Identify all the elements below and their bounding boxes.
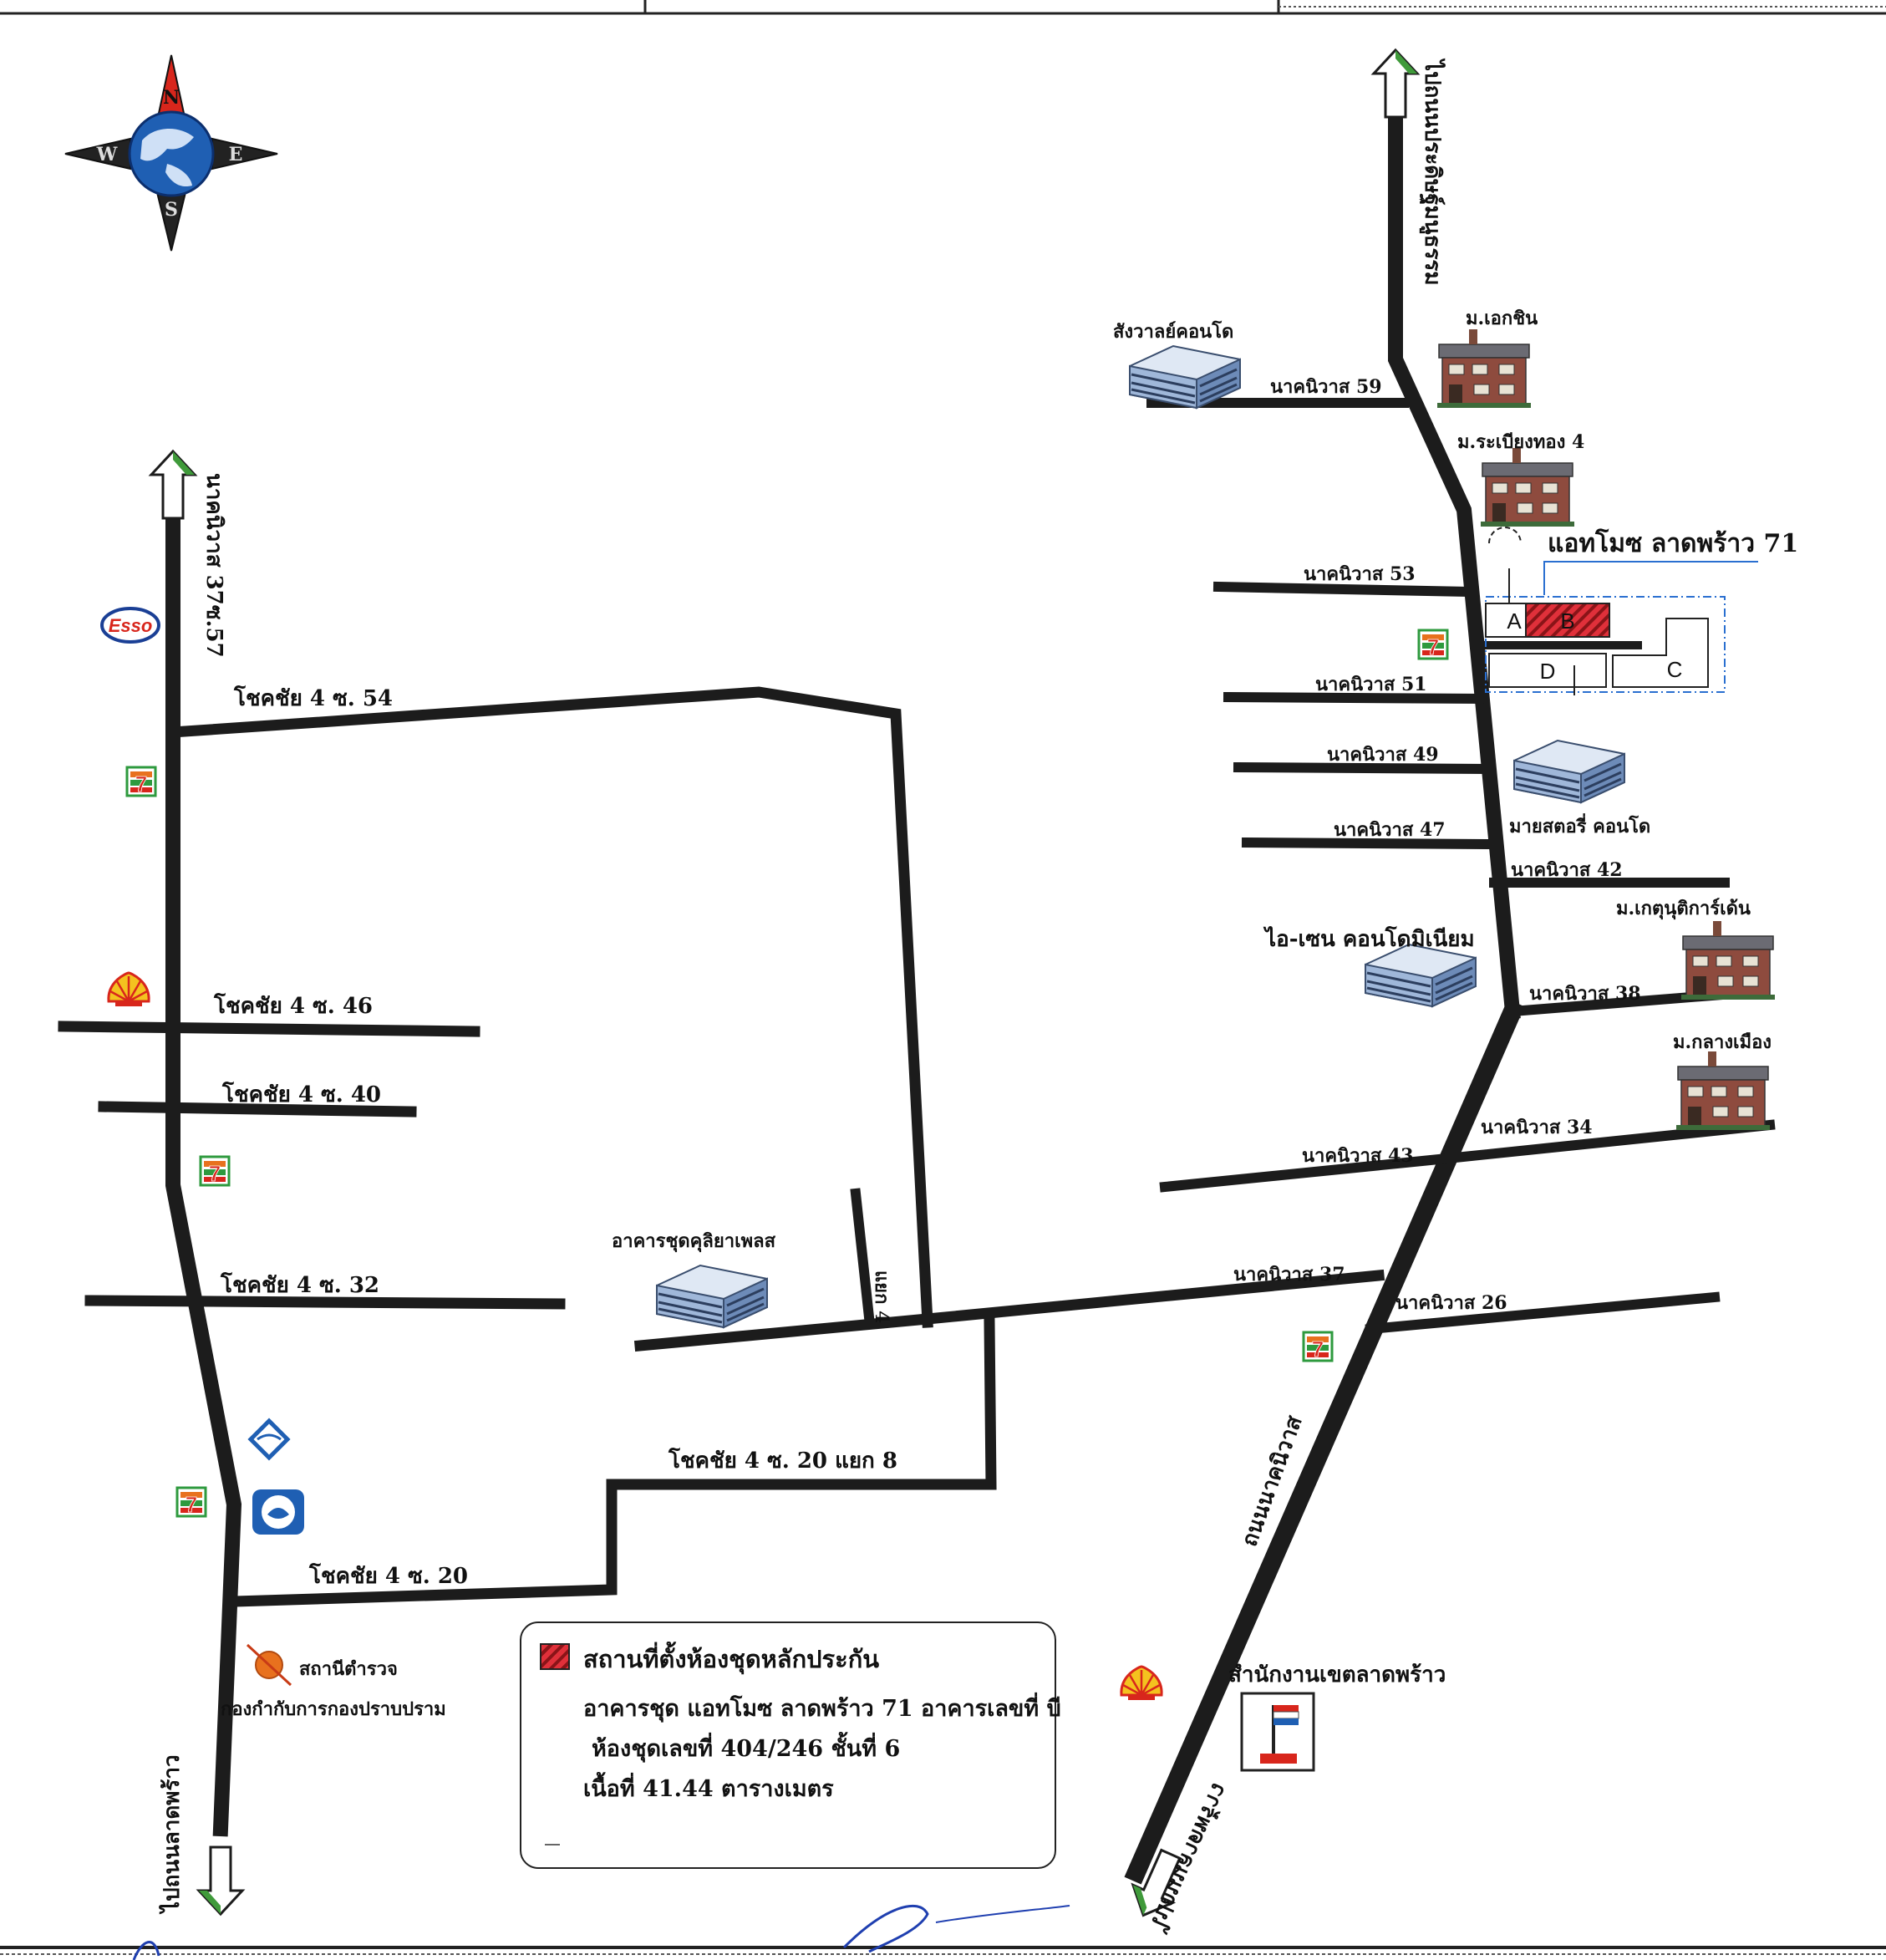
label-to-pradit: ไปถนนประดิษฐ์มนูธรรม	[1418, 58, 1446, 286]
legend-dash	[545, 1844, 560, 1845]
label-nk49: นาคนิวาส 49	[1327, 744, 1439, 766]
label-nk34: นาคนิวาส 34	[1481, 1117, 1593, 1138]
label-nk51: นาคนิวาส 51	[1315, 674, 1427, 695]
district-office-label: สำนักงานเขตลาดพร้าว	[1228, 1662, 1446, 1688]
building-c	[1612, 618, 1709, 688]
label-nakniwat-road: ถนนนาคนิวาส	[1237, 1413, 1307, 1550]
police-station-icon	[246, 1643, 292, 1687]
seven-eleven-icon	[1302, 1331, 1334, 1363]
seven-eleven-icon	[1417, 629, 1449, 661]
label-nk37: นาคนิวาส 37	[1233, 1264, 1345, 1285]
seven-eleven-icon	[199, 1155, 231, 1188]
label-chokchai-46: โชคชัย 4 ซ. 46	[213, 992, 373, 1019]
legend-box: สถานที่ตั้งห้องชุดหลักประกัน อาคารชุด แอ…	[520, 1621, 1061, 1869]
mystory-condo-label: มายสตอรี่ คอนโด	[1509, 812, 1650, 837]
label-nk47: นาคนิวาส 47	[1334, 819, 1446, 841]
compass-n: N	[163, 87, 180, 109]
subject-swatch	[540, 1643, 570, 1670]
compass: N S W E	[64, 54, 278, 252]
legend-line-1: อาคารชุด แอทโมซ ลาดพร้าว 71 อาคารเลขที่ …	[583, 1696, 1061, 1722]
ketnut-label: ม.เกตุนุติการ์เด้น	[1616, 898, 1751, 920]
klangmueang-label: ม.กลางเมือง	[1673, 1031, 1772, 1053]
building-c-label: C	[1667, 657, 1683, 682]
building-b-label: B	[1560, 608, 1574, 634]
building-a-label: A	[1507, 608, 1522, 634]
klangmueang-house-icon	[1675, 1051, 1771, 1131]
building-d	[1488, 653, 1607, 688]
seven-eleven-icon	[125, 766, 157, 798]
compass-w: W	[96, 144, 118, 165]
label-nakniwat-37-57: นาคนิวาส 37ซ.57	[201, 473, 226, 658]
legend-line-3: เนื้อที่ 41.44 ตารางเมตร	[583, 1776, 834, 1802]
label-chokchai-40: โชคชัย 4 ซ. 40	[221, 1081, 381, 1107]
arrow-south-left-icon	[197, 1845, 244, 1916]
label-nk43: นาคนิวาส 43	[1302, 1145, 1414, 1167]
label-nk59: นาคนิวาส 59	[1270, 376, 1382, 398]
police-station-label: สถานีตำรวจ	[299, 1658, 398, 1680]
ekchin-house-icon	[1436, 328, 1532, 409]
compass-s: S	[165, 199, 178, 221]
legend-title: สถานที่ตั้งห้องชุดหลักประกัน	[583, 1645, 880, 1673]
label-nk53: นาคนิวาส 53	[1304, 563, 1416, 585]
esso-icon: Esso	[100, 607, 160, 644]
police-sub-label: กองกำกับการกองปราบปราม	[221, 1698, 446, 1720]
sangwal-condo-label: สังวาลย์คอนโด	[1113, 320, 1233, 343]
project-site: A B D C แอทโมซ ลาดพร้าว 71	[1485, 527, 1798, 695]
atmoss-label: แอทโมซ ลาดพร้าว 71	[1548, 527, 1798, 558]
izen-condo-icon	[1364, 943, 1477, 1008]
label-nk38: นาคนิวาส 38	[1529, 983, 1641, 1005]
bangkok-bank-icon	[247, 1418, 291, 1461]
compass-e: E	[229, 144, 243, 165]
label-nk26: นาคนิวาส 26	[1395, 1292, 1507, 1314]
building-d-label: D	[1540, 659, 1556, 684]
label-yaek-4: แยก 4	[871, 1270, 892, 1323]
label-chokchai-20: โชคชัย 4 ซ. 20	[308, 1562, 468, 1589]
label-nk42: นาคนิวาส 42	[1511, 859, 1623, 881]
izen-condo-label: ไอ-เซน คอนโดมิเนียม	[1263, 925, 1475, 952]
seven-eleven-icon	[175, 1486, 207, 1519]
label-chokchai-32: โชคชัย 4 ซ. 32	[220, 1271, 379, 1298]
building-b-subject	[1525, 603, 1610, 638]
khuliya-label: อาคารชุดคุลิยาเพลส	[612, 1230, 776, 1253]
label-chokchai-20-yaek8: โชคชัย 4 ซ. 20 แยก 8	[668, 1447, 897, 1474]
arrow-north-right-icon	[1372, 48, 1419, 119]
label-to-ladprao-left: ไปถนนลาดพร้าว	[158, 1754, 185, 1915]
arrow-north-left-icon	[150, 450, 196, 520]
khuliya-condo-icon	[655, 1264, 769, 1329]
ketnut-house-icon	[1680, 920, 1776, 1000]
district-office-icon	[1240, 1692, 1315, 1772]
rabiangthong-house-icon	[1480, 447, 1575, 527]
road-network	[58, 109, 1776, 1885]
label-chokchai-54: โชคชัย 4 ซ. 54	[233, 685, 393, 711]
svg-text:Esso: Esso	[109, 615, 153, 636]
mystory-condo-icon	[1512, 739, 1626, 804]
ekchin-label: ม.เอกชิน	[1466, 308, 1538, 329]
shell-icon	[107, 971, 150, 1008]
rabiangthong-label: ม.ระเบียงทอง 4	[1457, 431, 1584, 453]
shell-icon	[1120, 1665, 1163, 1702]
legend-line-2: ห้องชุดเลขที่ 404/246 ชั้นที่ 6	[592, 1736, 901, 1762]
krungthai-bank-icon	[252, 1489, 304, 1535]
